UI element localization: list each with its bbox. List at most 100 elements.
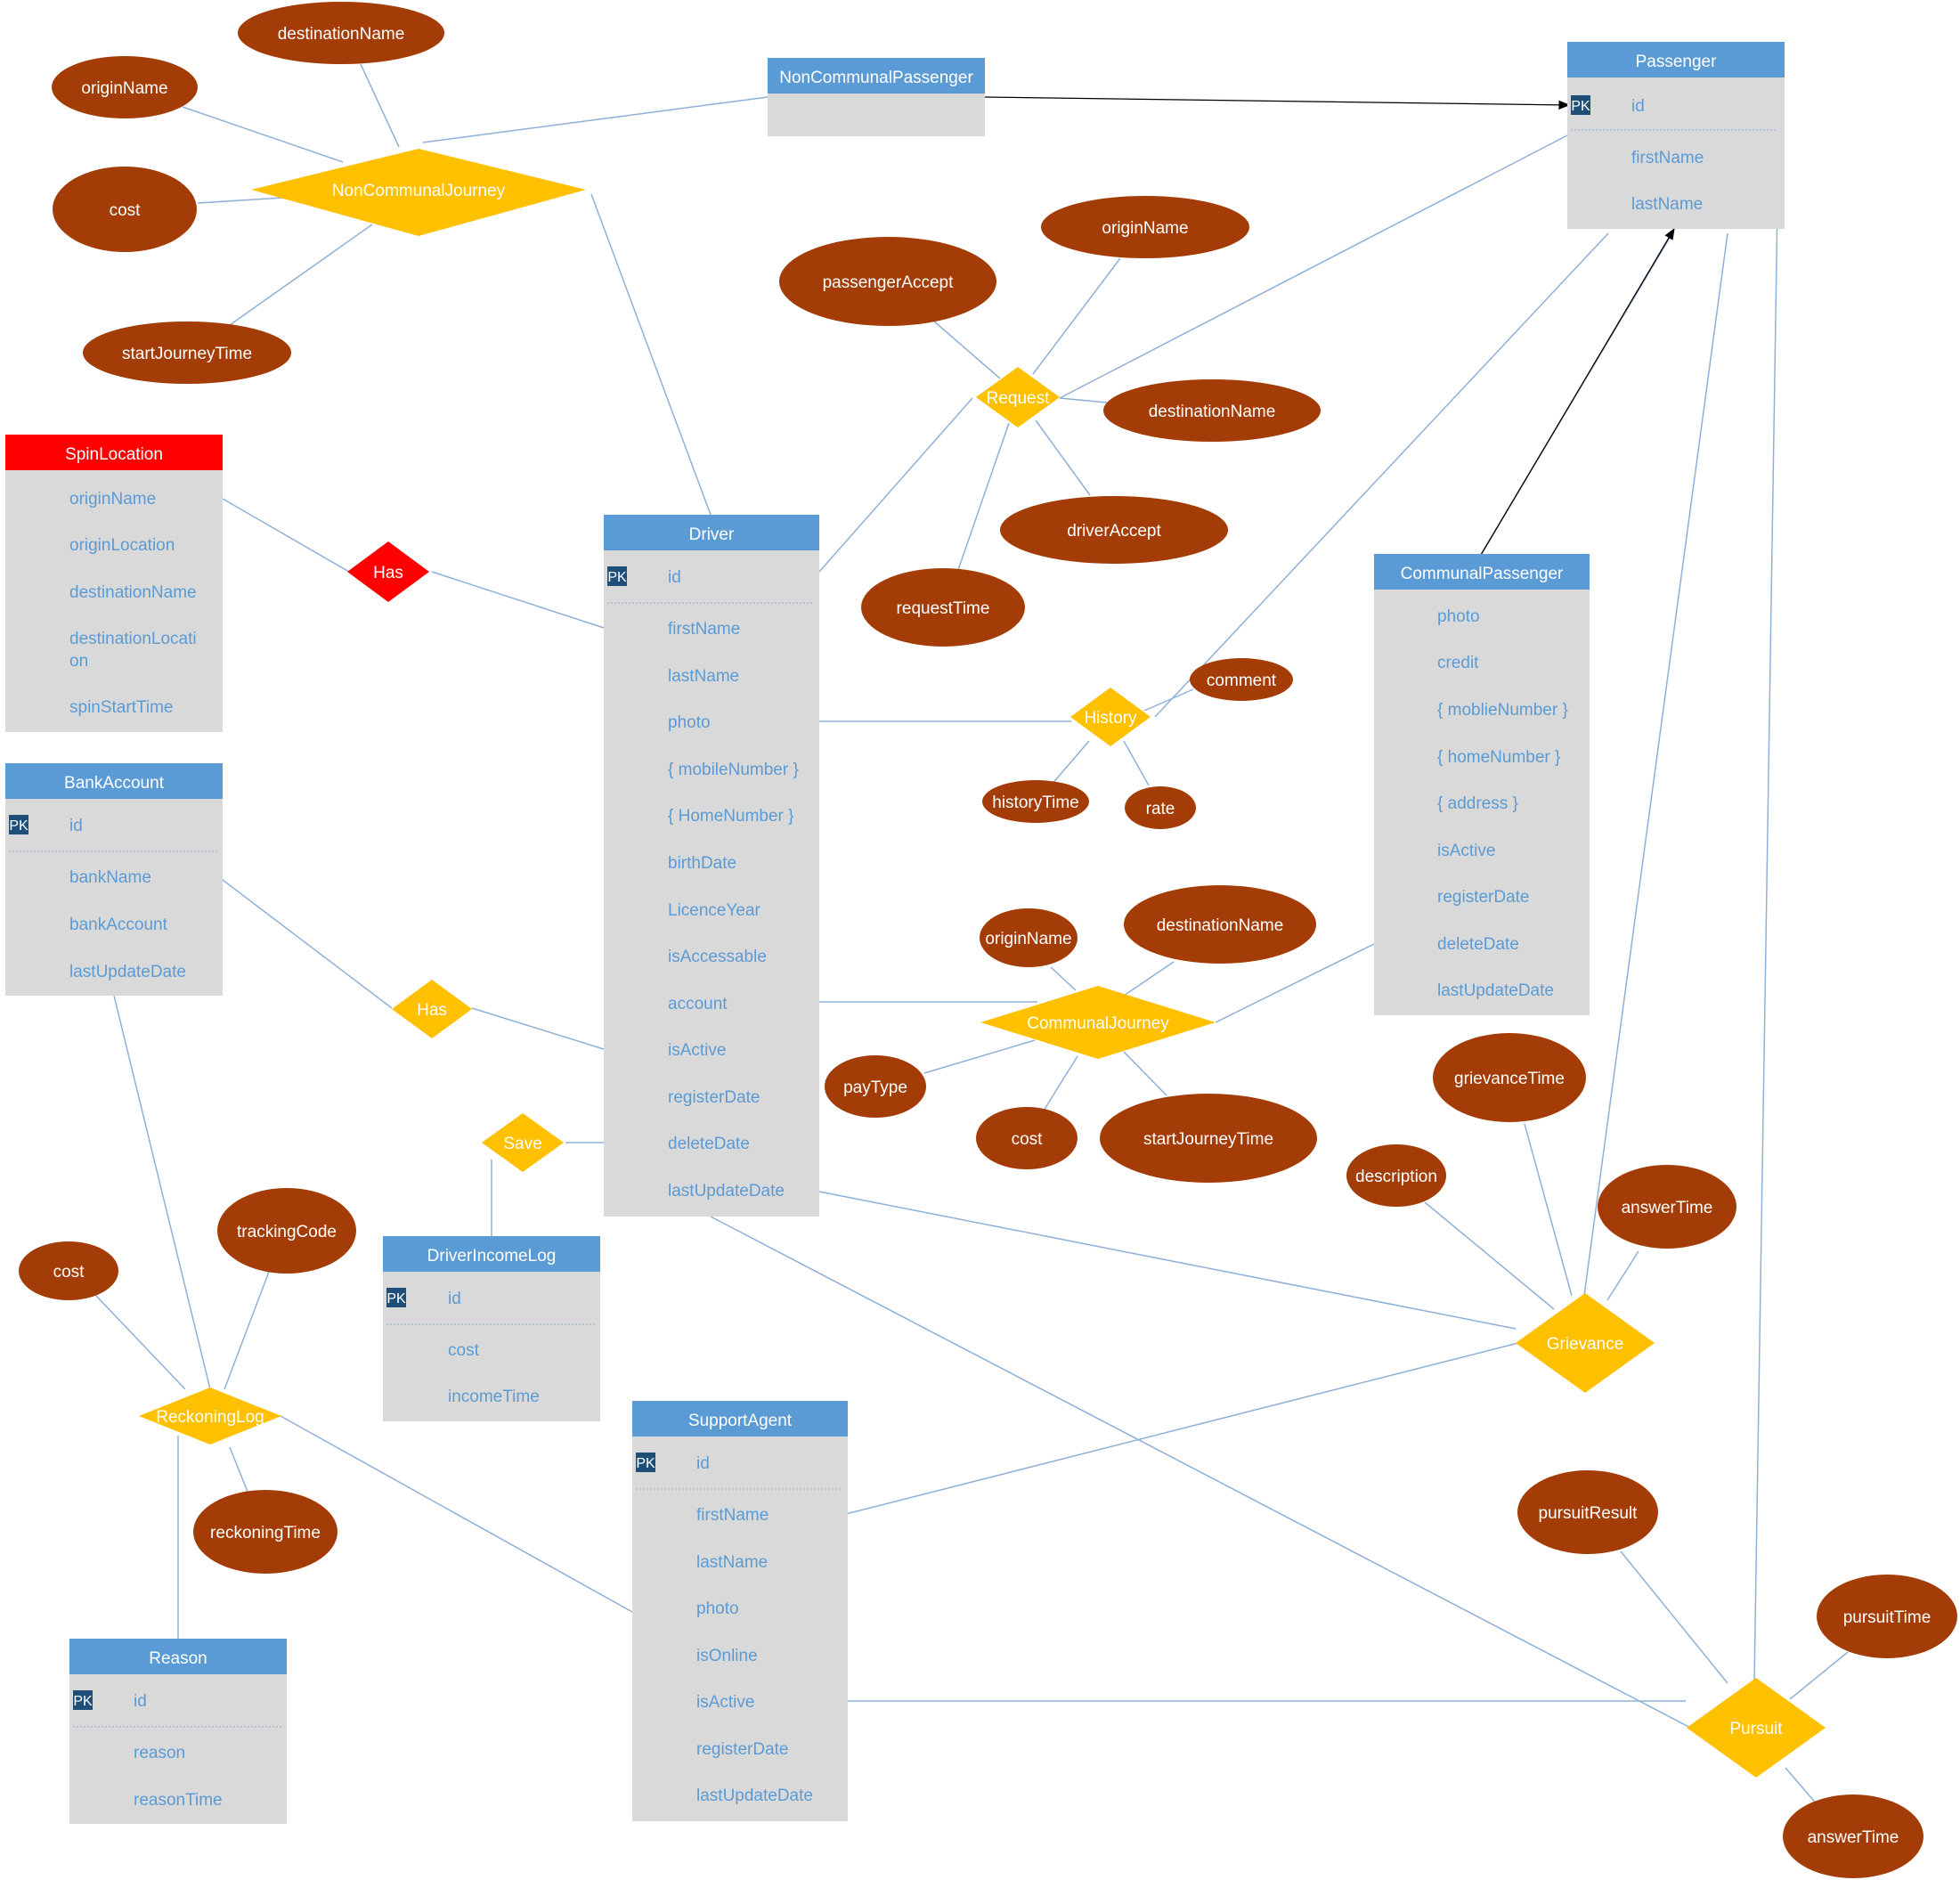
attr-account: account xyxy=(668,995,728,1013)
entity-communal-passenger[interactable]: CommunalPassenger photo credit { moblieN… xyxy=(1374,554,1590,1015)
attribute-cj-cost[interactable]: cost xyxy=(976,1107,1078,1169)
attribute-rq-passenger-accept[interactable]: passengerAccept xyxy=(779,237,996,326)
relationship-label: NonCommunalJourney xyxy=(332,182,506,200)
attribute-gr-grievance-time[interactable]: grievanceTime xyxy=(1433,1033,1586,1122)
attribute-label: pursuitTime xyxy=(1843,1608,1932,1627)
attr-id: id xyxy=(668,568,681,587)
attribute-pu-pursuit-result[interactable]: pursuitResult xyxy=(1517,1470,1658,1554)
attribute-cj-start-journey-time[interactable]: startJourneyTime xyxy=(1100,1094,1317,1183)
relationship-history[interactable]: History xyxy=(1070,688,1151,746)
entity-title: Reason xyxy=(149,1649,207,1668)
attribute-gr-description[interactable]: description xyxy=(1346,1144,1446,1207)
relationship-pursuit[interactable]: Pursuit xyxy=(1687,1678,1826,1778)
attr-credit: credit xyxy=(1437,654,1479,672)
relationship-noncommunal-journey[interactable]: NonCommunalJourney xyxy=(251,149,586,236)
attr-income-time: incomeTime xyxy=(448,1388,540,1406)
relationship-has-bank[interactable]: Has xyxy=(392,980,472,1038)
entity-passenger[interactable]: Passenger PK id firstName lastName xyxy=(1567,42,1785,229)
attribute-cj-pay-type[interactable]: payType xyxy=(825,1055,926,1118)
attribute-rl-tracking-code[interactable]: trackingCode xyxy=(217,1188,356,1274)
attribute-hi-rate[interactable]: rate xyxy=(1125,786,1196,829)
connector-line xyxy=(1123,961,1175,997)
attribute-label: description xyxy=(1355,1168,1437,1186)
attribute-rq-destination-name[interactable]: destinationName xyxy=(1103,379,1321,442)
pk-label: PK xyxy=(607,570,627,585)
relationship-has-spin[interactable]: Has xyxy=(347,541,429,602)
attr-destination-location: destinationLocati xyxy=(69,630,197,648)
entity-bank-account[interactable]: BankAccount PK id bankName bankAccount l… xyxy=(5,763,223,996)
connector-line xyxy=(818,1191,1517,1330)
attribute-label: pursuitResult xyxy=(1539,1504,1639,1523)
connector-line xyxy=(218,876,393,1009)
pk-label: PK xyxy=(1571,99,1590,114)
pk-badge xyxy=(607,566,627,586)
attr-licence-year: LicenceYear xyxy=(668,901,761,920)
attribute-label: historyTime xyxy=(992,794,1078,812)
attribute-label: cost xyxy=(1012,1130,1044,1149)
attribute-hi-comment[interactable]: comment xyxy=(1190,658,1293,701)
relationship-label: Grievance xyxy=(1547,1335,1624,1354)
connector-line xyxy=(710,1216,1698,1732)
attr-delete-date: deleteDate xyxy=(668,1135,750,1153)
attr-is-accessable: isAccessable xyxy=(668,948,767,966)
connector-line xyxy=(431,571,605,629)
connector-line xyxy=(1785,1767,1819,1807)
entity-reason[interactable]: Reason PK id reason reasonTime xyxy=(69,1639,287,1824)
attribute-rq-driver-accept[interactable]: driverAccept xyxy=(1000,496,1228,564)
entity-driver[interactable]: Driver PK id firstName lastName photo { … xyxy=(604,515,819,1217)
attribute-gr-answer-time[interactable]: answerTime xyxy=(1598,1165,1736,1249)
relationship-grievance[interactable]: Grievance xyxy=(1516,1293,1655,1393)
connector-line xyxy=(1154,232,1609,718)
attr-delete-date: deleteDate xyxy=(1437,935,1519,954)
attribute-label: originName xyxy=(81,79,167,98)
entity-driver-income-log[interactable]: DriverIncomeLog PK id cost incomeTime xyxy=(383,1236,600,1421)
attr-mobile-number: { mobileNumber } xyxy=(668,761,799,779)
relationship-reckoning-log[interactable]: ReckoningLog xyxy=(139,1388,281,1445)
attribute-nc-start-journey-time[interactable]: startJourneyTime xyxy=(83,321,291,384)
attr-photo: photo xyxy=(668,713,711,732)
pk-badge xyxy=(1571,95,1590,115)
attr-id: id xyxy=(696,1454,710,1473)
relationship-save[interactable]: Save xyxy=(482,1113,564,1172)
connector-line xyxy=(182,106,344,163)
connector-line xyxy=(957,422,1010,571)
attr-firstname: firstName xyxy=(696,1506,769,1525)
relationship-communal-journey[interactable]: CommunalJourney xyxy=(980,986,1216,1059)
attribute-rq-request-time[interactable]: requestTime xyxy=(861,568,1025,647)
relationship-label: CommunalJourney xyxy=(1027,1014,1169,1033)
attribute-pu-answer-time[interactable]: answerTime xyxy=(1783,1795,1923,1878)
connector-line xyxy=(422,96,769,143)
attribute-pu-pursuit-time[interactable]: pursuitTime xyxy=(1817,1575,1957,1658)
attribute-nc-destination-name[interactable]: destinationName xyxy=(238,2,444,64)
attr-id: id xyxy=(448,1290,461,1308)
attribute-label: comment xyxy=(1207,671,1277,690)
attribute-rl-cost[interactable]: cost xyxy=(19,1241,118,1300)
attr-id: id xyxy=(1631,97,1645,116)
attribute-rq-origin-name[interactable]: originName xyxy=(1041,196,1249,258)
attribute-label: requestTime xyxy=(897,599,990,618)
attr-destination-location-wrap: on xyxy=(69,652,88,671)
pk-label: PK xyxy=(9,818,28,834)
attr-photo: photo xyxy=(696,1599,739,1618)
relationship-request[interactable]: Request xyxy=(976,367,1060,427)
entity-noncommunal-passenger[interactable]: NonCommunalPassenger xyxy=(768,58,985,136)
attr-id: id xyxy=(69,817,83,835)
entity-spin-location[interactable]: SpinLocation originName originLocation d… xyxy=(5,435,223,732)
attr-lastname: lastName xyxy=(668,667,739,686)
attribute-hi-history-time[interactable]: historyTime xyxy=(982,780,1089,823)
attribute-rl-reckoning-time[interactable]: reckoningTime xyxy=(193,1490,338,1574)
attribute-cj-origin-name[interactable]: originName xyxy=(980,908,1078,967)
connector-line xyxy=(923,1039,1036,1074)
attribute-cj-destination-name[interactable]: destinationName xyxy=(1124,885,1316,964)
attribute-label: cost xyxy=(53,1263,85,1282)
entity-title: Driver xyxy=(689,525,735,544)
connector-line xyxy=(1753,202,1778,1684)
attribute-nc-cost[interactable]: cost xyxy=(53,167,197,252)
attr-photo: photo xyxy=(1437,607,1480,626)
connector-line xyxy=(95,1295,186,1390)
relationship-label: Save xyxy=(503,1135,541,1153)
attribute-nc-origin-name[interactable]: originName xyxy=(52,56,198,118)
attr-register-date: registerDate xyxy=(668,1088,760,1107)
entity-support-agent[interactable]: SupportAgent PK id firstName lastName ph… xyxy=(632,1401,848,1821)
attr-origin-location: originLocation xyxy=(69,536,175,555)
